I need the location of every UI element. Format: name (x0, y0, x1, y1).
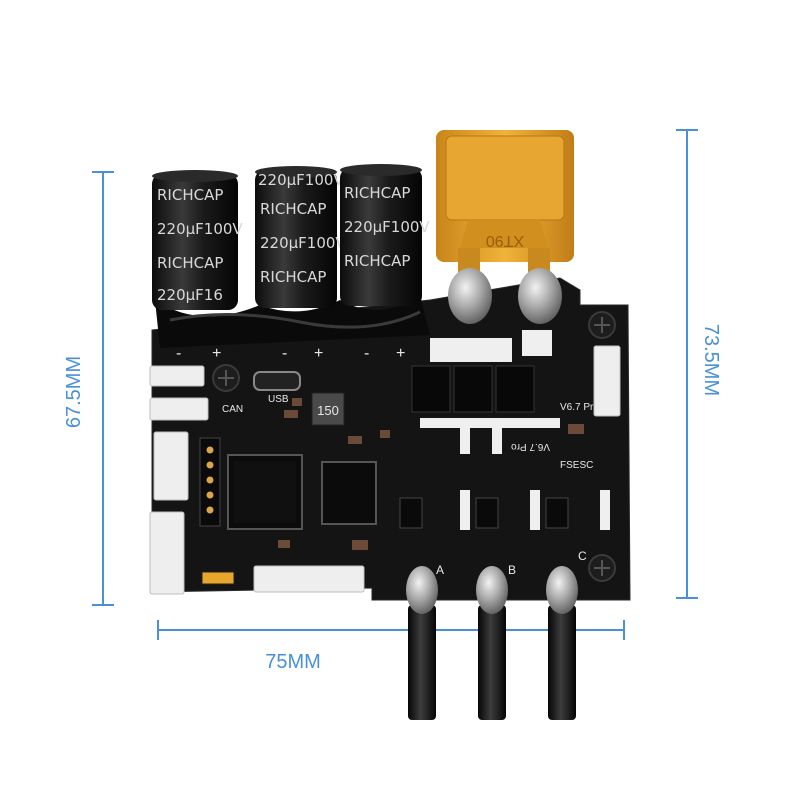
version-label-flipped: V6.7 Pro (511, 441, 550, 452)
dimension-left: 67.5MM (63, 171, 114, 606)
capacitor-2-brand: RICHCAP (260, 200, 326, 218)
capacitor-2: 220µF100V RICHCAP 220µF100V RICHCAP (255, 166, 346, 308)
capacitor-1-brand-2: RICHCAP (157, 254, 223, 272)
usb-label: USB (268, 394, 289, 405)
silk-pad (522, 330, 552, 356)
polarity-mark: - (364, 345, 369, 362)
wire-a (408, 605, 436, 720)
polarity-mark: - (176, 345, 181, 362)
driver-blocks (399, 490, 610, 530)
polarity-mark: + (314, 345, 323, 362)
capacitor-3-brand: RICHCAP (344, 184, 410, 202)
polarity-mark: + (212, 345, 221, 362)
capacitor-1-rating: 220µF100V (157, 220, 243, 238)
capacitor-2-brand-2: RICHCAP (260, 268, 326, 286)
screw-left (212, 364, 240, 392)
switch (201, 571, 235, 585)
phase-label-c: C (578, 549, 587, 563)
silk-pad (492, 428, 502, 454)
polarity-mark: - (282, 345, 287, 362)
capacitor-2-rating: 220µF100V (260, 234, 346, 252)
silk-pad (420, 418, 560, 428)
can-label: CAN (222, 404, 243, 415)
jst-connectors-left (149, 365, 209, 595)
xt90-label: XT90 (486, 232, 524, 249)
dimension-left-label: 67.5MM (63, 356, 85, 428)
silk-pad (430, 338, 512, 362)
driver-chip (321, 461, 377, 525)
xt90-connector: XT90 (436, 130, 574, 324)
polarity-mark: + (396, 345, 405, 362)
wire-c (548, 605, 576, 720)
capacitor-1-brand: RICHCAP (157, 186, 223, 204)
inductor: 150 (311, 392, 345, 426)
dimension-right-label: 73.5MM (700, 324, 722, 396)
wire-b (478, 605, 506, 720)
screw-top-right (588, 311, 616, 339)
phase-label-b: B (508, 563, 516, 577)
screw-bottom-right (588, 554, 616, 582)
motor-wires (408, 605, 576, 720)
jst-connector-right (593, 345, 621, 417)
passive-components (278, 398, 584, 550)
silk-pad (460, 428, 470, 454)
pcb-board: - + - + - + (149, 277, 631, 614)
capacitor-3: RICHCAP 220µF100V RICHCAP (340, 164, 430, 306)
capacitor-1: RICHCAP 220µF100V RICHCAP 220µF16 (152, 170, 243, 310)
pin-header (199, 437, 221, 527)
inductor-label: 150 (317, 403, 339, 418)
dimension-right: 73.5MM (676, 129, 722, 599)
polarity-marks: - + - + - + (176, 345, 405, 362)
mcu-chip (227, 454, 303, 530)
capacitor-3-brand-2: RICHCAP (344, 252, 410, 270)
capacitor-2-rating-top: 220µF100V (258, 171, 344, 189)
phase-pads: A B C (406, 549, 587, 614)
capacitor-3-rating: 220µF100V (344, 218, 430, 236)
phase-label-a: A (436, 563, 444, 577)
dimension-bottom: 75MM (157, 620, 625, 673)
usb-port: USB (253, 371, 301, 405)
capacitor-1-rating-2: 220µF16 (157, 286, 223, 304)
version-label: V6.7 Pro (560, 402, 599, 413)
jst-connector-bottom (253, 565, 365, 593)
mosfet-row (411, 365, 535, 413)
dimension-bottom-label: 75MM (265, 651, 321, 673)
product-label: FSESC (560, 460, 593, 471)
